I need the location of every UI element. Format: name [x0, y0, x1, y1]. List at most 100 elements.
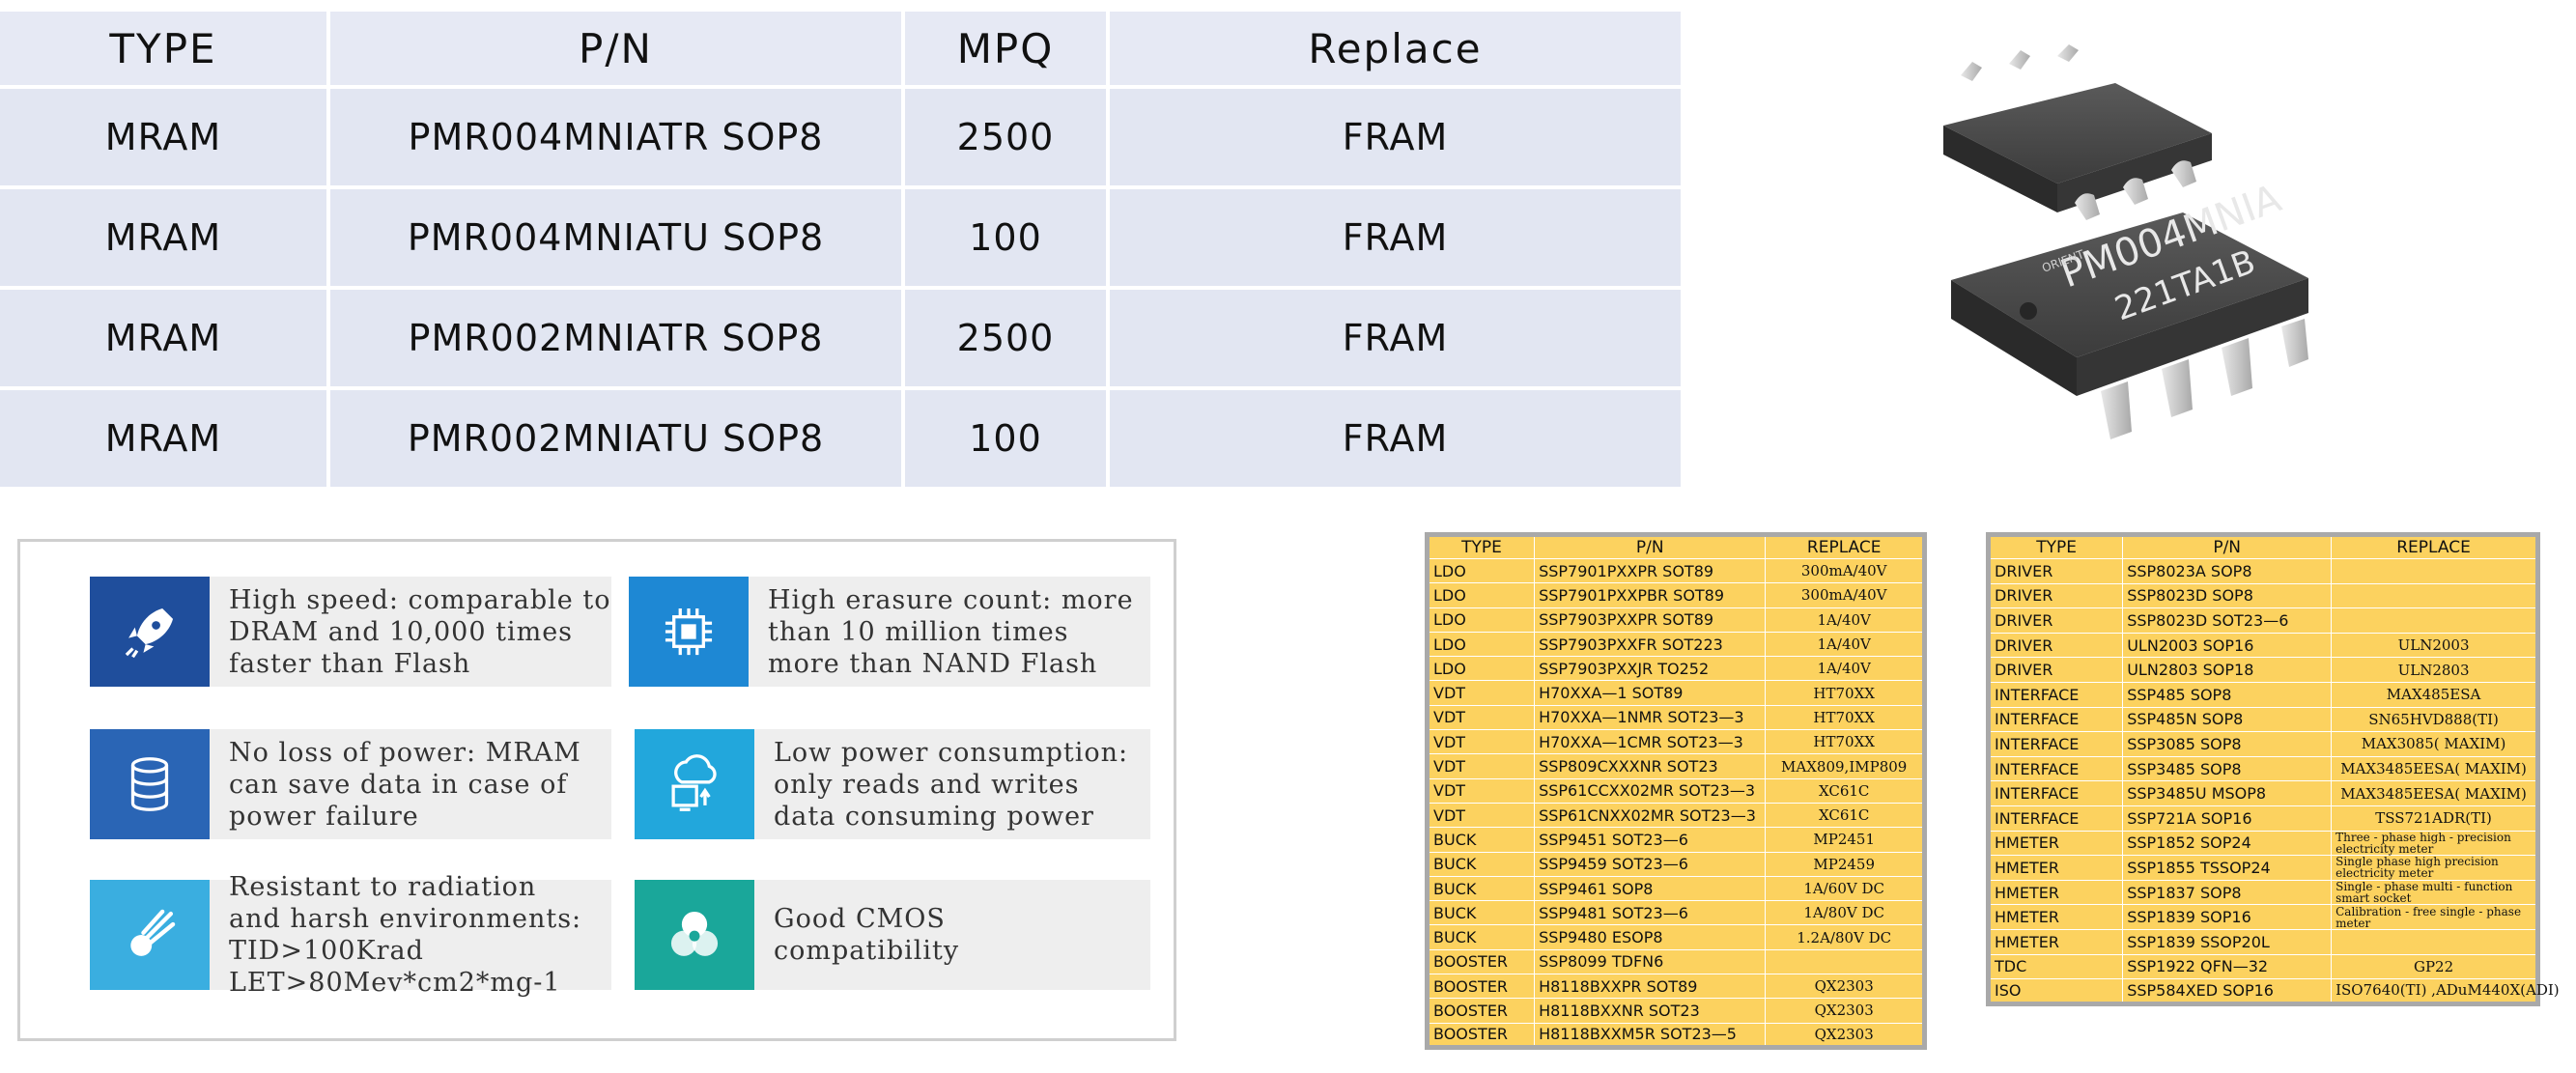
- table-cell: Single - phase multi - function smart so…: [2331, 879, 2538, 906]
- table-cell: SSP8023D SOT23—6: [2122, 607, 2333, 634]
- table-cell: [1765, 948, 1925, 975]
- table-cell: SSP721A SOP16: [2122, 805, 2333, 832]
- table-cell: BUCK: [1426, 851, 1536, 877]
- table-cell: H8118BXXM5R SOT23—5: [1534, 1022, 1767, 1048]
- table-cell: SSP485 SOP8: [2122, 681, 2333, 708]
- table-cell: MP2451: [1765, 827, 1925, 853]
- table-cell: 2500: [903, 288, 1110, 390]
- table-cell: MRAM: [0, 87, 330, 189]
- table-cell: INTERFACE: [1987, 681, 2124, 708]
- table-cell: MAX3085( MAXIM): [2331, 731, 2538, 757]
- table-cell: HMETER: [1987, 879, 2124, 906]
- table-cell: H70XXA—1CMR SOT23—3: [1534, 729, 1767, 755]
- feature-text: Resistant to radiation and harsh environ…: [229, 872, 582, 998]
- table-cell: ULN2003 SOP16: [2122, 632, 2333, 659]
- table-cell: SSP1839 SOP16: [2122, 904, 2333, 930]
- table-cell: BOOSTER: [1426, 974, 1536, 1000]
- table-cell: INTERFACE: [1987, 780, 2124, 806]
- table-cell: 100: [903, 187, 1110, 290]
- table-cell: DRIVER: [1987, 657, 2124, 683]
- table-cell: LDO: [1426, 582, 1536, 608]
- table-cell: SSP7901PXXPBR SOT89: [1534, 582, 1767, 608]
- table-cell: INTERFACE: [1987, 731, 2124, 757]
- table-cell: SSP7903PXXPR SOT89: [1534, 607, 1767, 633]
- table-cell: DRIVER: [1987, 607, 2124, 634]
- table-cell: [2331, 558, 2538, 584]
- table-cell: PMR004MNIATR SOP8: [328, 87, 905, 189]
- table-cell: SSP9461 SOP8: [1534, 875, 1767, 902]
- table-cell: HT70XX: [1765, 704, 1925, 731]
- table-cell: FRAM: [1108, 187, 1681, 290]
- table-cell: SSP9451 SOT23—6: [1534, 827, 1767, 853]
- table-cell: VDT: [1426, 802, 1536, 829]
- table-cell: SSP8023A SOP8: [2122, 558, 2333, 584]
- feature-no-power-loss: No loss of power: MRAM can save data in …: [90, 729, 611, 839]
- feature-text: No loss of power: MRAM can save data in …: [229, 737, 581, 832]
- column-header: P/N: [1534, 534, 1767, 559]
- front-chip: PM004MNIA 221TA1B ORIENT: [1951, 176, 2308, 439]
- database-icon: [90, 729, 210, 839]
- table-cell: ISO7640(TI) ,ADuM440X(ADI): [2331, 978, 2560, 1004]
- table-cell: SSP3085 SOP8: [2122, 731, 2333, 757]
- table-cell: MRAM: [0, 288, 330, 390]
- table-cell: 1A/40V: [1765, 631, 1925, 658]
- table-cell: MAX3485EESA( MAXIM): [2331, 780, 2538, 806]
- table-cell: PMR004MNIATU SOP8: [328, 187, 905, 290]
- table-cell: INTERFACE: [1987, 706, 2124, 733]
- table-cell: SSP61CNXX02MR SOT23—3: [1534, 802, 1767, 829]
- table-cell: [2331, 582, 2538, 609]
- table-cell: HT70XX: [1765, 729, 1925, 755]
- chip-icon: [629, 577, 749, 687]
- table-cell: HMETER: [1987, 928, 2124, 955]
- table-cell: MRAM: [0, 187, 330, 290]
- table-cell: H70XXA—1NMR SOT23—3: [1534, 704, 1767, 731]
- feature-text: High speed: comparable to DRAM and 10,00…: [229, 584, 611, 679]
- table-cell: INTERFACE: [1987, 755, 2124, 782]
- column-header: P/N: [328, 12, 905, 89]
- table-cell: QX2303: [1765, 1022, 1925, 1048]
- table-cell: VDT: [1426, 777, 1536, 804]
- table-cell: BOOSTER: [1426, 948, 1536, 975]
- column-header: Replace: [1108, 12, 1681, 89]
- table-cell: HMETER: [1987, 830, 2124, 857]
- sop8-chip-illustration: PM004MNIA 221TA1B ORIENT: [1943, 44, 2308, 439]
- table-cell: SSP1852 SOP24: [2122, 830, 2333, 857]
- table-cell: SSP485N SOP8: [2122, 706, 2333, 733]
- back-chip: [1943, 44, 2212, 220]
- table-cell: BOOSTER: [1426, 998, 1536, 1024]
- table-cell: DRIVER: [1987, 632, 2124, 659]
- table-cell: FRAM: [1108, 388, 1681, 491]
- table-cell: HMETER: [1987, 904, 2124, 930]
- feature-text: Good CMOS compatibility: [774, 904, 960, 966]
- cloud-device-icon: [635, 729, 754, 839]
- table-cell: 1.2A/80V DC: [1765, 924, 1925, 950]
- table-cell: BOOSTER: [1426, 1022, 1536, 1048]
